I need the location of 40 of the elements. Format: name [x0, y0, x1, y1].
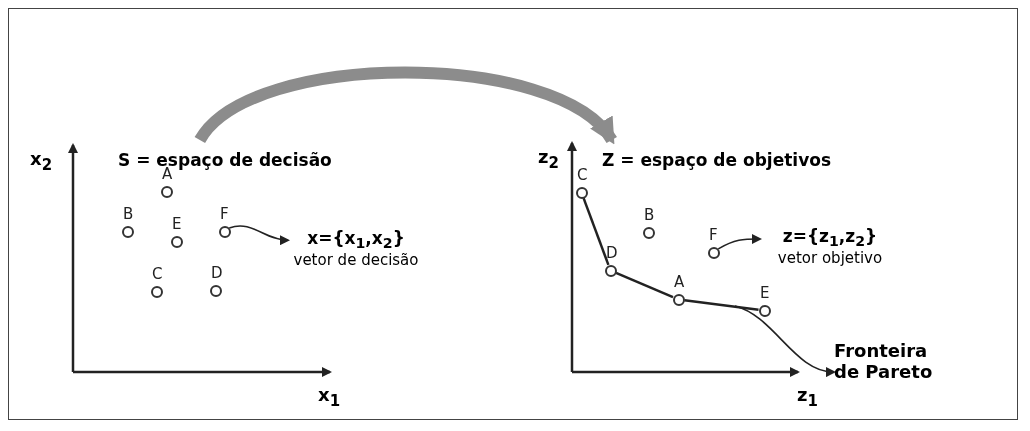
data-point [160, 185, 173, 198]
data-point [121, 225, 134, 238]
axis-label: z$_{2}$ [538, 146, 559, 172]
pareto-line [582, 197, 610, 266]
point-label: B [644, 206, 655, 224]
axis-label: z$_{1}$ [797, 384, 818, 410]
point-label: E [172, 215, 182, 233]
arrow [734, 305, 836, 377]
data-point [672, 293, 685, 306]
point-label: C [152, 265, 163, 283]
point-label: F [220, 205, 229, 223]
pareto-line [615, 271, 674, 299]
data-point [170, 235, 183, 248]
curved-arrow [195, 66, 617, 144]
point-label: C [577, 166, 588, 184]
data-point [218, 225, 231, 238]
data-point [642, 226, 655, 239]
point-label: B [123, 205, 134, 223]
curve-label: Fronteira de Pareto [834, 340, 934, 382]
arrow [717, 234, 762, 250]
axis-label: x$_{2}$ [30, 148, 53, 174]
axis-label: x$_{1}$ [318, 384, 341, 410]
data-point [150, 285, 163, 298]
pareto-line [684, 299, 759, 311]
point-label: E [760, 284, 770, 302]
vector-formula: x={x$_{1}$,x$_{2}$} [306, 228, 406, 252]
arrow [228, 225, 290, 245]
point-label: D [606, 244, 618, 262]
data-point [209, 284, 222, 297]
vector-caption: vetor objetivo [776, 249, 884, 268]
vector-formula: z={z$_{1}$,z$_{2}$} [781, 226, 879, 250]
point-label: D [211, 264, 223, 282]
panel-title: Z = espaço de objetivos [602, 150, 832, 170]
data-point [575, 186, 588, 199]
data-point [758, 304, 771, 317]
data-point [707, 246, 720, 259]
data-point [604, 264, 617, 277]
point-label: F [709, 226, 718, 244]
vector-caption: vetor de decisão [292, 251, 420, 270]
point-label: A [674, 273, 685, 291]
